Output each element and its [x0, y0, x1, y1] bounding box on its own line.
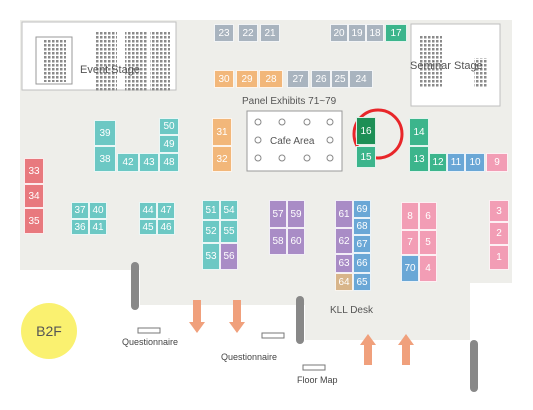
booth-26[interactable]: 26: [311, 70, 331, 88]
booth-65[interactable]: 65: [353, 273, 371, 291]
booth-47[interactable]: 47: [157, 202, 175, 219]
booth-7[interactable]: 7: [401, 230, 419, 255]
booth-43[interactable]: 43: [139, 153, 159, 172]
booth-67[interactable]: 67: [353, 235, 371, 253]
booth-30[interactable]: 30: [214, 70, 234, 88]
seminar-stage-seats: [420, 36, 488, 88]
booth-6[interactable]: 6: [419, 202, 437, 230]
booth-60[interactable]: 60: [287, 228, 305, 255]
booth-57[interactable]: 57: [269, 200, 287, 228]
booth-40[interactable]: 40: [89, 202, 107, 219]
booth-23[interactable]: 23: [214, 24, 234, 42]
booth-12[interactable]: 12: [429, 153, 447, 172]
booth-9[interactable]: 9: [486, 153, 508, 172]
booth-20[interactable]: 20: [330, 24, 348, 42]
booth-51[interactable]: 51: [202, 200, 220, 220]
walls: [131, 262, 478, 392]
booth-17[interactable]: 17: [385, 24, 407, 42]
questionnaire-left-label: Questionnaire: [122, 337, 179, 347]
booth-10[interactable]: 10: [465, 153, 485, 172]
booth-15[interactable]: 15: [356, 146, 376, 168]
booth-34[interactable]: 34: [24, 184, 44, 208]
floor-area: [20, 20, 512, 340]
booth-19[interactable]: 19: [348, 24, 366, 42]
booth-48[interactable]: 48: [159, 153, 179, 172]
booth-59[interactable]: 59: [287, 200, 305, 228]
booth-46[interactable]: 46: [157, 219, 175, 235]
booth-21[interactable]: 21: [260, 24, 280, 42]
booth-22[interactable]: 22: [238, 24, 258, 42]
booth-36[interactable]: 36: [71, 219, 89, 235]
kll-desk-label: KLL Desk: [330, 305, 373, 316]
booth-70[interactable]: 70: [401, 255, 419, 282]
entrance-arrows: [189, 300, 414, 365]
booth-53[interactable]: 53: [202, 243, 220, 270]
booth-24[interactable]: 24: [349, 70, 373, 88]
booth-32[interactable]: 32: [212, 146, 232, 172]
desks: [137, 327, 326, 371]
event-stage-seats: [44, 32, 170, 92]
seminar-stage-label: Seminar Stage: [410, 60, 483, 72]
booth-35[interactable]: 35: [24, 208, 44, 234]
booth-45[interactable]: 45: [139, 219, 157, 235]
booth-55[interactable]: 55: [220, 220, 238, 243]
booth-27[interactable]: 27: [287, 70, 309, 88]
booth-66[interactable]: 66: [353, 253, 371, 273]
cafe-tables: [254, 118, 334, 162]
booth-37[interactable]: 37: [71, 202, 89, 219]
booth-8[interactable]: 8: [401, 202, 419, 230]
booth-5[interactable]: 5: [419, 230, 437, 255]
booth-38[interactable]: 38: [94, 146, 116, 172]
floor-badge: [21, 303, 77, 359]
booth-29[interactable]: 29: [236, 70, 258, 88]
panel-exhibits-label: Panel Exhibits 71~79: [242, 96, 337, 107]
floor-label: B2F: [36, 323, 62, 339]
booth-58[interactable]: 58: [269, 228, 287, 255]
booth-31[interactable]: 31: [212, 118, 232, 146]
booth-56[interactable]: 56: [220, 243, 238, 270]
floor-map-label: Floor Map: [297, 375, 338, 385]
booth-63[interactable]: 63: [335, 254, 353, 273]
event-stage-label: Event Stage: [80, 64, 140, 76]
booth-42[interactable]: 42: [117, 153, 139, 172]
booth-3[interactable]: 3: [489, 200, 509, 222]
booth-44[interactable]: 44: [139, 202, 157, 219]
cafe-area-label: Cafe Area: [270, 136, 315, 147]
booth-69[interactable]: 69: [353, 200, 371, 218]
booth-16[interactable]: 16: [356, 117, 376, 145]
booth-18[interactable]: 18: [366, 24, 384, 42]
booth-68[interactable]: 68: [353, 218, 371, 235]
cafe-area-box: [246, 110, 343, 172]
booth-25[interactable]: 25: [331, 70, 349, 88]
booth-14[interactable]: 14: [409, 118, 429, 146]
booth-1[interactable]: 1: [489, 245, 509, 270]
booth-64[interactable]: 64: [335, 273, 353, 291]
booth-33[interactable]: 33: [24, 158, 44, 184]
booth-49[interactable]: 49: [159, 135, 179, 153]
booth-50[interactable]: 50: [159, 118, 179, 135]
booth-61[interactable]: 61: [335, 200, 353, 228]
booth-11[interactable]: 11: [447, 153, 465, 172]
booth-39[interactable]: 39: [94, 120, 116, 146]
booth-62[interactable]: 62: [335, 228, 353, 254]
booth-54[interactable]: 54: [220, 200, 238, 220]
booth-13[interactable]: 13: [409, 146, 429, 172]
questionnaire-center-label: Questionnaire: [221, 352, 278, 362]
booth-28[interactable]: 28: [259, 70, 283, 88]
highlight-marker: [352, 108, 404, 160]
booth-52[interactable]: 52: [202, 220, 220, 243]
booth-41[interactable]: 41: [89, 219, 107, 235]
booth-4[interactable]: 4: [419, 255, 437, 282]
booth-2[interactable]: 2: [489, 222, 509, 245]
